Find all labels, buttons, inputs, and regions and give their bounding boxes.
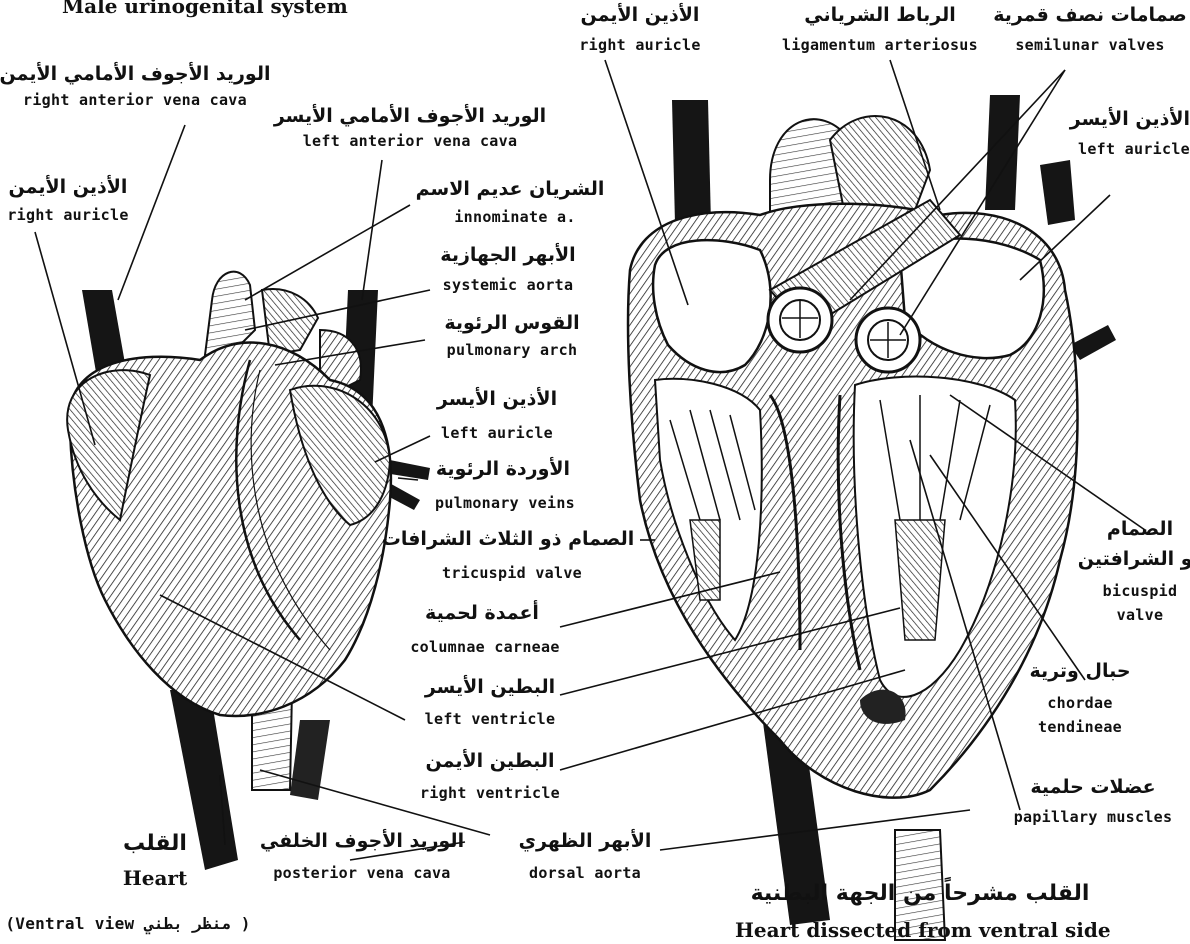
label-left-ventricle-ar: البطين الأيسر — [425, 678, 555, 698]
label-right-anterior-vena-cava-en: right anterior vena cava — [23, 93, 247, 109]
label-right-auricle-left-en: right auricle — [7, 208, 128, 224]
label-systemic-aorta-ar: الأبهر الجهازية — [440, 246, 575, 266]
left-caption-view: (Ventral view منظر بطني ) — [5, 916, 250, 933]
label-tricuspid-valve-en: tricuspid valve — [442, 566, 582, 582]
left-caption-ar: القلب — [123, 832, 187, 855]
label-columnae-carneae-ar: أعمدة لحمية — [425, 604, 539, 624]
label-papillary-ar: عضلات حلمية — [1030, 778, 1155, 798]
label-right-auricle-left-ar: الأذين الأيمن — [9, 178, 128, 198]
label-tricuspid-valve-ar: الصمام ذو الثلاث الشرافات — [382, 530, 634, 550]
label-pulmonary-arch-ar: القوس الرئوية — [444, 314, 579, 334]
label-left-anterior-vena-cava-ar: الوريد الأجوف الأمامي الأيسر — [274, 107, 546, 127]
label-left-ventricle-en: left ventricle — [425, 712, 556, 728]
label-right-auricle-top-en: right auricle — [579, 38, 700, 54]
left-heart-drawing — [67, 272, 430, 870]
label-ligamentum-en: ligamentum arteriosus — [782, 38, 978, 54]
label-posterior-vena-cava-ar: الوريد الأجوف الخلفي — [260, 832, 464, 852]
label-bicuspid-ar2: ذو الشرافتين — [1078, 550, 1190, 570]
right-caption-ar: القلب مشرحاً من الجهة البطنية — [751, 882, 1090, 905]
right-caption-en: Heart dissected from ventral side — [735, 920, 1111, 941]
label-innominate-ar: الشريان عديم الاسم — [416, 180, 605, 200]
label-right-auricle-top-ar: الأذين الأيمن — [581, 6, 700, 26]
label-chordae-ar: حبال وترية — [1029, 662, 1130, 682]
label-right-ventricle-en: right ventricle — [420, 786, 560, 802]
label-chordae-en1: chordae — [1047, 696, 1112, 712]
label-semilunar-ar: صمامات نصف قمرية — [993, 6, 1187, 26]
label-ligamentum-ar: الرباط الشرياني — [804, 6, 956, 26]
label-left-auricle-right-en: left auricle — [1078, 142, 1190, 158]
label-pulmonary-veins-ar: الأوردة الرئوية — [436, 460, 570, 480]
label-left-auricle-right-ar: الأذين الأيسر — [1070, 110, 1190, 130]
label-pulmonary-veins-en: pulmonary veins — [435, 496, 575, 512]
label-left-anterior-vena-cava-en: left anterior vena cava — [303, 134, 518, 150]
label-left-auricle-mid-en: left auricle — [441, 426, 553, 442]
label-systemic-aorta-en: systemic aorta — [443, 278, 574, 294]
label-bicuspid-en2: valve — [1117, 608, 1164, 624]
label-bicuspid-ar1: الصمام — [1107, 520, 1173, 540]
label-columnae-carneae-en: columnae carneae — [410, 640, 559, 656]
section-title: Male urinogenital system — [62, 0, 348, 17]
label-innominate-en: innominate a. — [454, 210, 575, 226]
label-dorsal-aorta-en: dorsal aorta — [529, 866, 641, 882]
label-semilunar-en: semilunar valves — [1015, 38, 1164, 54]
label-bicuspid-en1: bicuspid — [1103, 584, 1178, 600]
label-pulmonary-arch-en: pulmonary arch — [447, 343, 578, 359]
label-papillary-en: papillary muscles — [1014, 810, 1173, 826]
label-posterior-vena-cava-en: posterior vena cava — [273, 866, 450, 882]
label-right-anterior-vena-cava-ar: الوريد الأجوف الأمامي الأيمن — [0, 65, 270, 85]
label-left-auricle-mid-ar: الأذين الأيسر — [437, 390, 557, 410]
label-right-ventricle-ar: البطين الأيمن — [425, 752, 554, 772]
left-caption-en: Heart — [123, 868, 187, 889]
label-chordae-en2: tendineae — [1038, 720, 1122, 736]
label-dorsal-aorta-ar: الأبهر الظهري — [519, 832, 652, 852]
